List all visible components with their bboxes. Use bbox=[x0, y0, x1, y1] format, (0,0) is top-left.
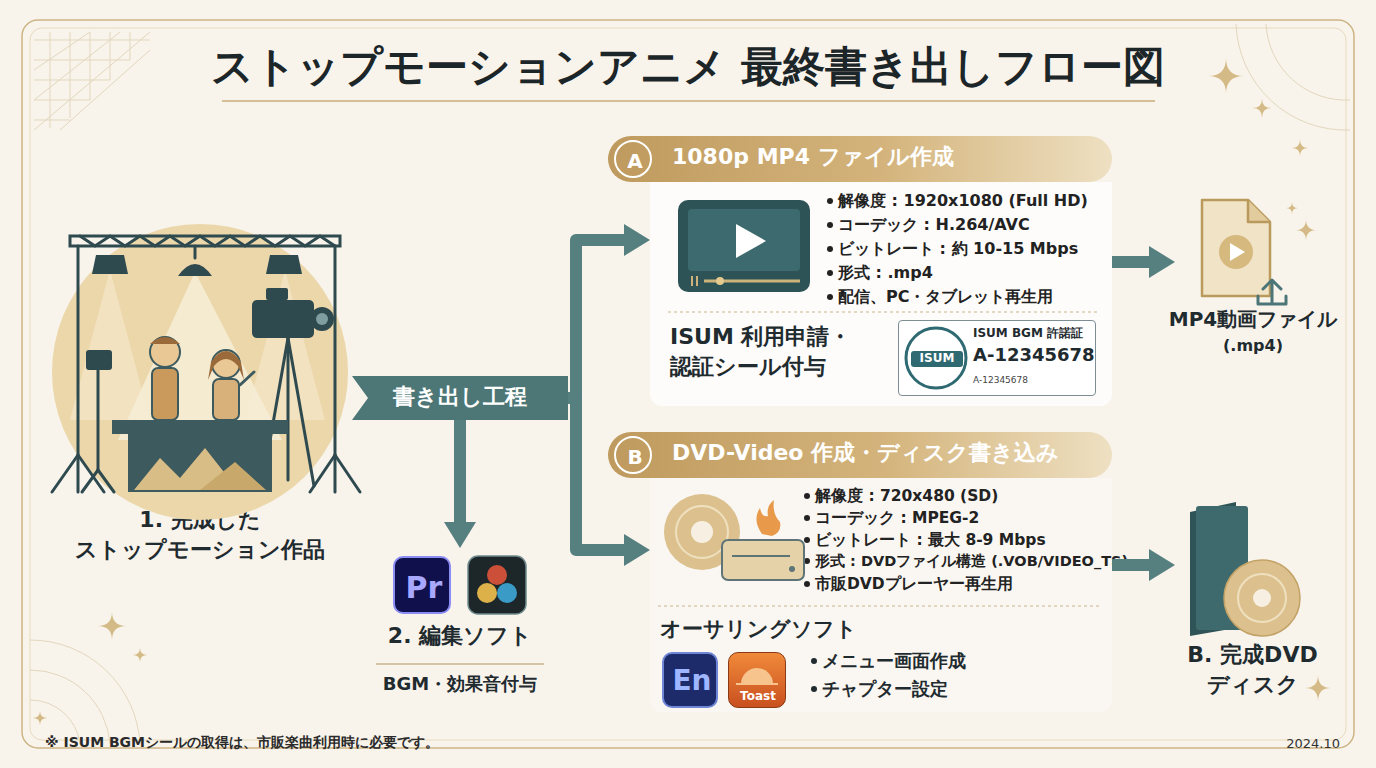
node-text: B bbox=[616, 444, 654, 470]
app-icon: En bbox=[662, 652, 718, 708]
node-subtext: ビットレート : 最大 8-9 Mbps bbox=[815, 530, 1110, 550]
process-band: 書き出し工程 bbox=[352, 376, 568, 420]
footnote: ※ ISUM BGMシールの取得は、市販楽曲利用時に必要です。 bbox=[45, 733, 805, 751]
node-text: MP4動画ファイル bbox=[1158, 306, 1348, 332]
section-header: 1080p MP4 ファイル作成 A bbox=[608, 136, 1112, 182]
node-text: Toast bbox=[729, 689, 787, 705]
bullet-dot bbox=[827, 222, 833, 228]
node-subtext: チャプター設定 bbox=[822, 677, 1072, 700]
node-text: 書き出し工程 bbox=[352, 383, 568, 412]
node-subtext: A-12345678 bbox=[973, 375, 1095, 387]
license-seal: ISUMISUM BGM 許諾証A-12345678A-12345678 bbox=[898, 320, 1096, 396]
bullet-dot bbox=[804, 581, 810, 587]
node-subtext: (.mp4) bbox=[1158, 336, 1348, 357]
node-subtext: ビットレート : 約 10-15 Mbps bbox=[838, 239, 1108, 260]
diagram-title: ストップモーションアニメ 最終書き出しフロー図 bbox=[138, 40, 1238, 95]
node-text: 解像度 : 720x480 (SD) bbox=[815, 486, 1110, 506]
software-node: 2. 編集ソフトBGM・効果音付与Pr bbox=[372, 548, 548, 708]
section-badge: B bbox=[614, 436, 652, 474]
spec-card: 解像度 : 720x480 (SD)コーデック : MPEG-2ビットレート :… bbox=[650, 478, 1112, 712]
node-text: A bbox=[616, 148, 654, 174]
flow-arrow bbox=[568, 240, 624, 398]
app-icon: Pr bbox=[393, 556, 451, 614]
bullet-dot bbox=[811, 686, 817, 692]
output-file: MP4動画ファイル(.mp4) bbox=[1175, 192, 1330, 367]
node-text: 解像度 : 1920x1080 (Full HD) bbox=[838, 191, 1108, 212]
node-text: 2. 編集ソフト bbox=[362, 622, 558, 651]
node-text: 1. 完成した ストップモーション作品 bbox=[60, 505, 340, 564]
node-subtext: コーデック : MPEG-2 bbox=[815, 508, 1110, 528]
bullet-dot bbox=[811, 658, 817, 664]
bullet-dot bbox=[804, 515, 810, 521]
node-subtext: 市販DVDプレーヤー再生用 bbox=[815, 574, 1110, 594]
spec-card: 解像度 : 1920x1080 (Full HD) コーデック : H.264/A… bbox=[650, 182, 1112, 406]
bullet-dot bbox=[804, 537, 810, 543]
flow-arrow bbox=[1112, 559, 1149, 571]
output-disc: B. 完成DVD ディスク bbox=[1175, 498, 1330, 693]
flow-arrow bbox=[1112, 256, 1149, 268]
band-fill bbox=[352, 376, 568, 420]
flow-arrow bbox=[568, 398, 624, 550]
node-subtext: コーデック : H.264/AVC bbox=[838, 215, 1108, 236]
node-subtext: 形式 : .mp4 bbox=[838, 263, 1108, 284]
node-text: 1080p MP4 ファイル作成 bbox=[672, 143, 1102, 172]
node-text: Pr bbox=[395, 568, 453, 607]
bullet-dot bbox=[827, 270, 833, 276]
bullet-dot bbox=[804, 493, 810, 499]
node-subtext: 形式 : DVDファイル構造 (.VOB/VIDEO_TS) bbox=[815, 552, 1110, 571]
bullet-dot bbox=[827, 246, 833, 252]
node-text: DVD-Video 作成・ディスク書き込み bbox=[672, 439, 1102, 468]
node-subtext: ISUM BGM 許諾証 bbox=[973, 326, 1095, 342]
node-subtext: A-12345678 bbox=[973, 343, 1095, 366]
flow-arrow bbox=[454, 420, 466, 522]
node-subtext: メニュー画面作成 bbox=[822, 649, 1072, 672]
section-badge: A bbox=[614, 140, 652, 178]
bullet-dot bbox=[804, 558, 810, 564]
node-subtext: 配信、PC・タブレット再生用 bbox=[838, 287, 1108, 308]
section-header: DVD-Video 作成・ディスク書き込み B bbox=[608, 432, 1112, 478]
node-subtext: ISUM 利用申請・認証シール付与 bbox=[670, 322, 862, 381]
bullet-dot bbox=[827, 294, 833, 300]
date-stamp: 2024.10 bbox=[1250, 736, 1340, 753]
node-text: B. 完成DVD ディスク bbox=[1165, 640, 1340, 699]
node-text: ISUM bbox=[911, 351, 963, 367]
bullet-dot bbox=[827, 198, 833, 204]
artwork-node: 1. 完成した ストップモーション作品 bbox=[45, 222, 355, 587]
node-subtext: オーサリングソフト bbox=[660, 616, 920, 643]
node-text: En bbox=[664, 663, 720, 699]
node-subtext: BGM・効果音付与 bbox=[362, 672, 558, 695]
app-icon: Toast bbox=[728, 652, 786, 708]
